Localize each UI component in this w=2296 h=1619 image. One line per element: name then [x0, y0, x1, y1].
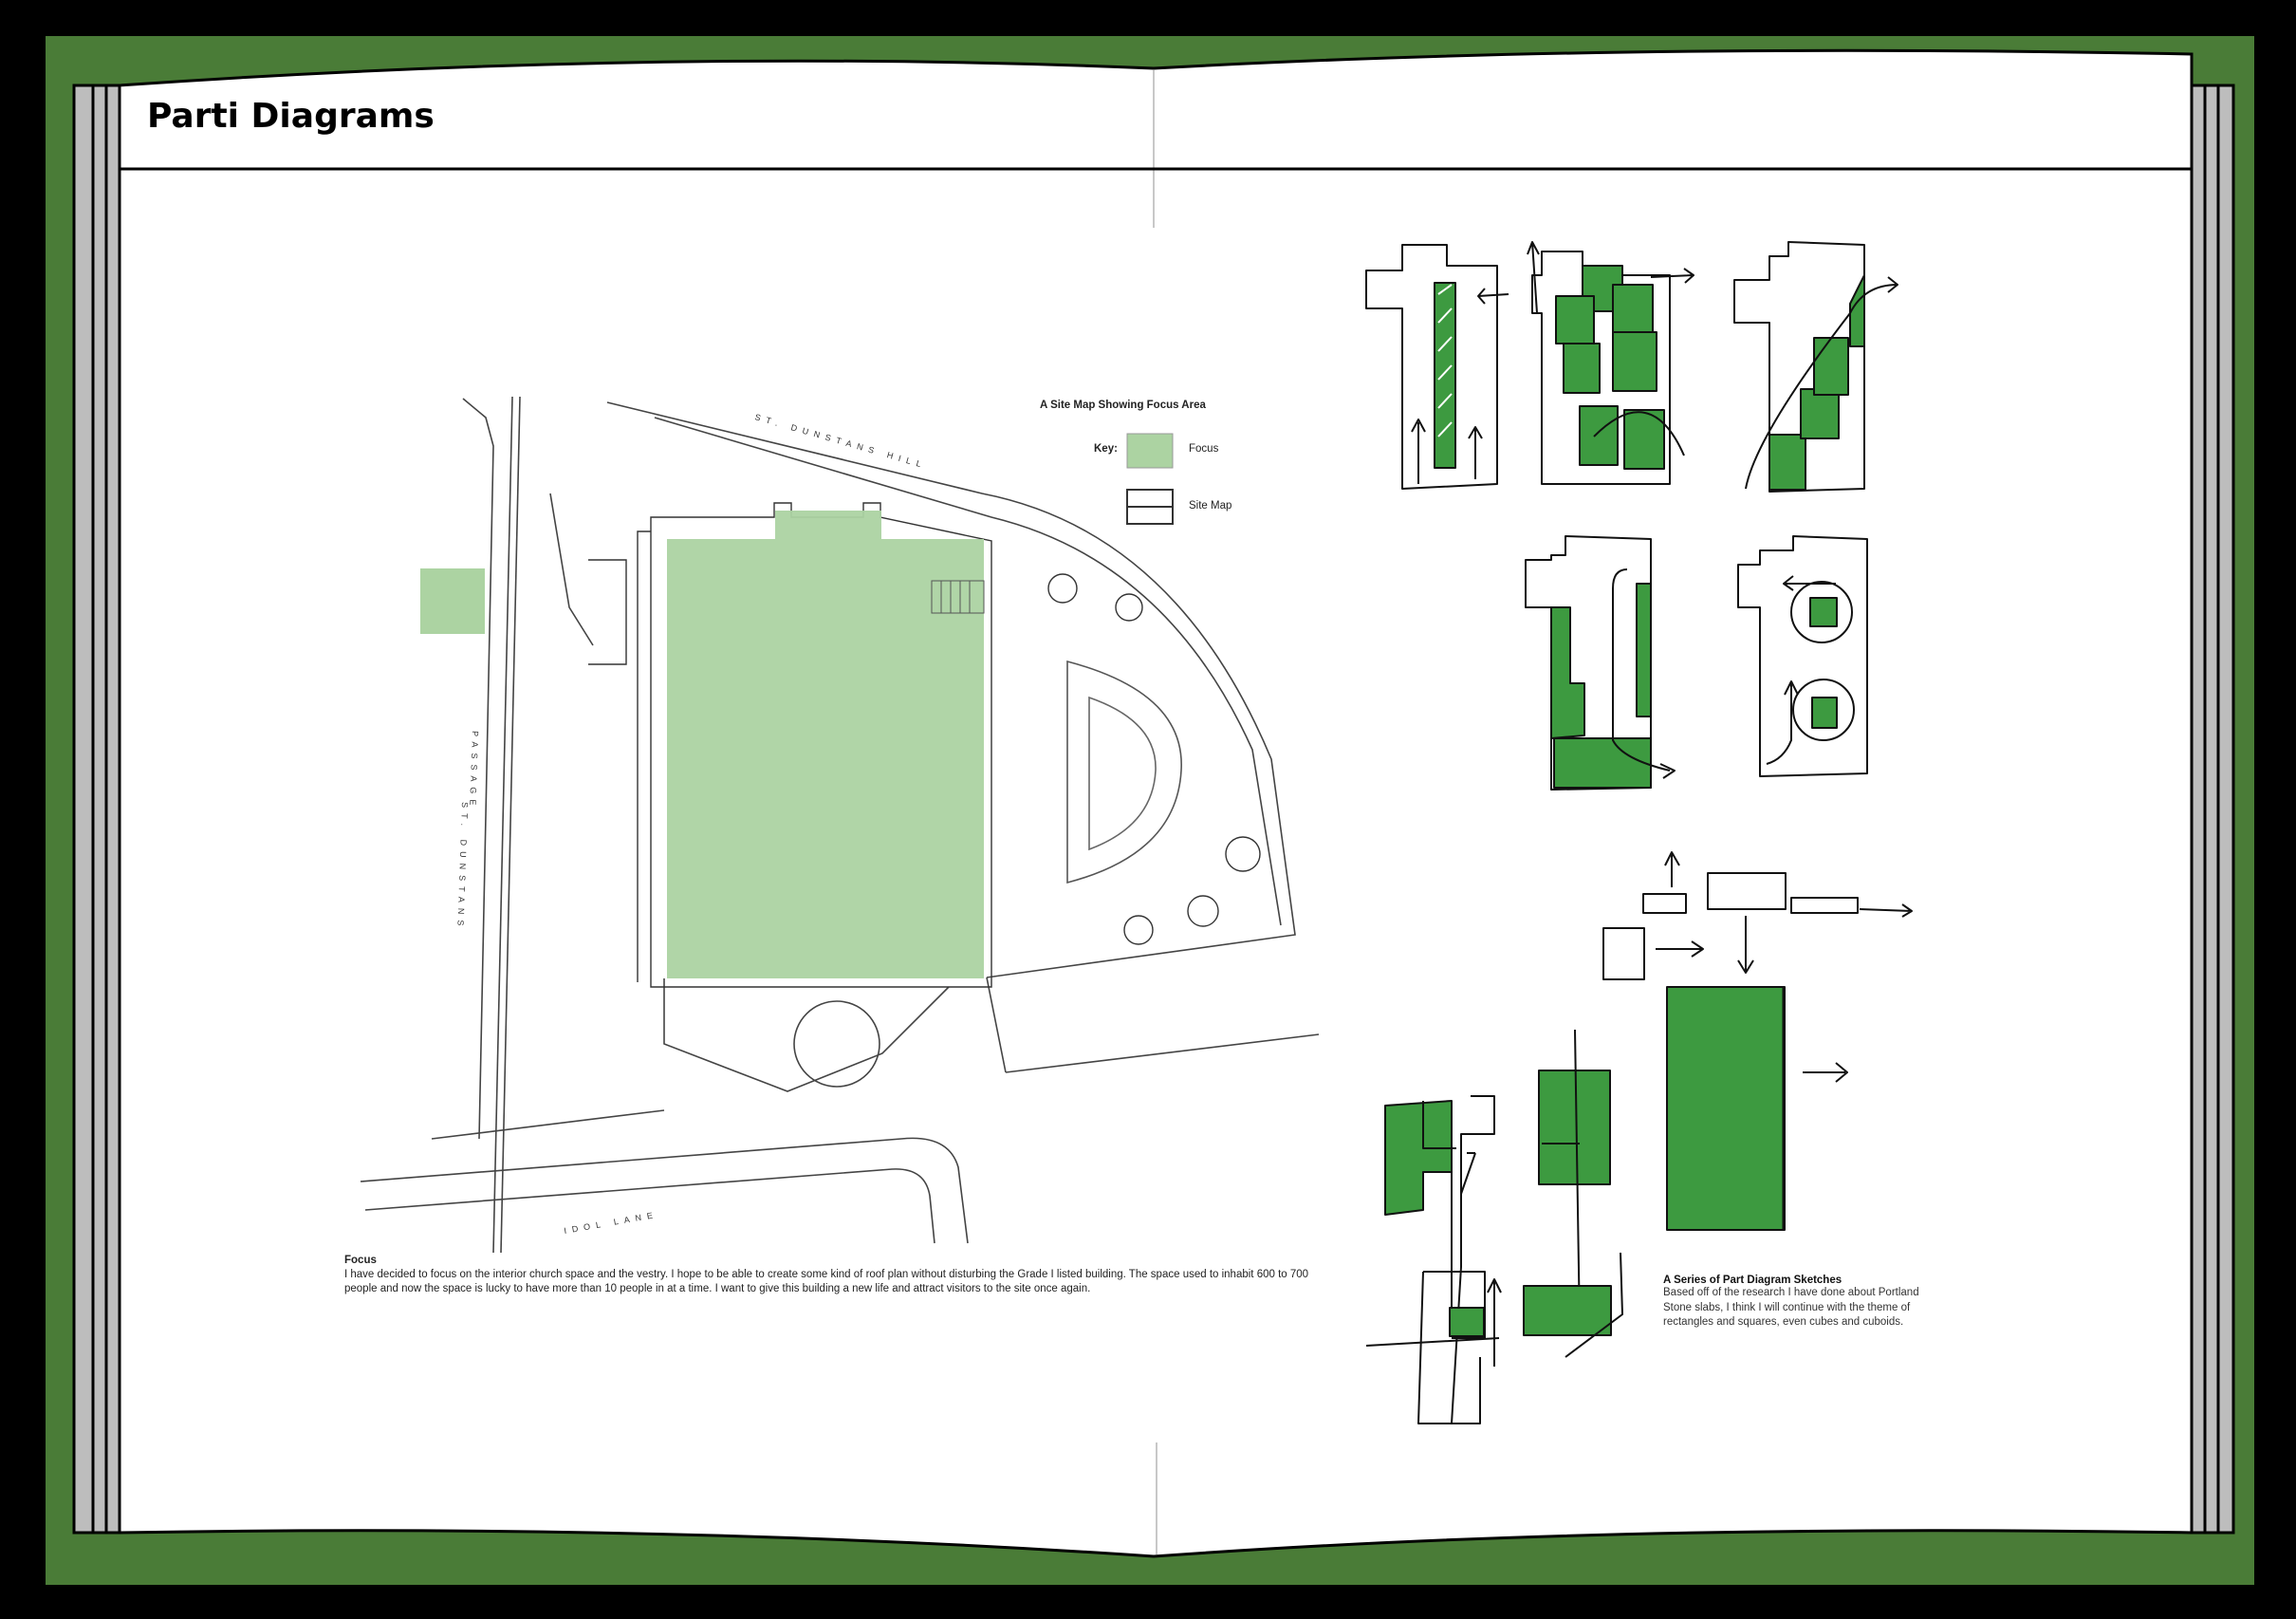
sketch-5 — [1737, 535, 1868, 777]
street-label-passage: PASSAGE — [468, 731, 480, 811]
sketches-body: Based off of the research I have done ab… — [1663, 1287, 1919, 1328]
focus-description: Focus I have decided to focus on the int… — [344, 1255, 1312, 1296]
site-map — [360, 396, 1320, 1254]
legend-label-focus: Focus — [1189, 443, 1219, 455]
legend-key-label: Key: — [1094, 443, 1118, 455]
focus-heading: Focus — [344, 1255, 377, 1266]
stairs — [931, 580, 985, 614]
sketches-caption: A Series of Part Diagram Sketches Based … — [1663, 1275, 1948, 1331]
legend-label-site-map: Site Map — [1189, 500, 1232, 512]
sketch-6 — [1602, 851, 1913, 1231]
sketch-2 — [1527, 241, 1694, 485]
sketch-7 — [1365, 1029, 1623, 1424]
focus-body: I have decided to focus on the interior … — [344, 1269, 1309, 1294]
legend-swatch-focus — [1126, 433, 1174, 469]
page-title: Parti Diagrams — [147, 97, 435, 136]
street-label-st-dunstans: ST. DUNSTANS — [455, 802, 470, 932]
sketch-1 — [1365, 244, 1509, 490]
legend-swatch-site-map — [1126, 489, 1174, 525]
page-edges-right — [2190, 84, 2235, 1535]
sketch-4 — [1525, 535, 1676, 791]
book-pages — [118, 48, 2194, 1558]
sketch-3 — [1733, 241, 1898, 493]
focus-area-church — [667, 539, 984, 978]
site-map-title: A Site Map Showing Focus Area — [1040, 400, 1206, 411]
parti-sketches — [1365, 241, 1913, 1424]
focus-area-marker — [420, 568, 485, 634]
page-edges-left — [72, 84, 121, 1535]
sketches-heading: A Series of Part Diagram Sketches — [1663, 1275, 1842, 1286]
focus-area-vestry — [775, 511, 881, 539]
